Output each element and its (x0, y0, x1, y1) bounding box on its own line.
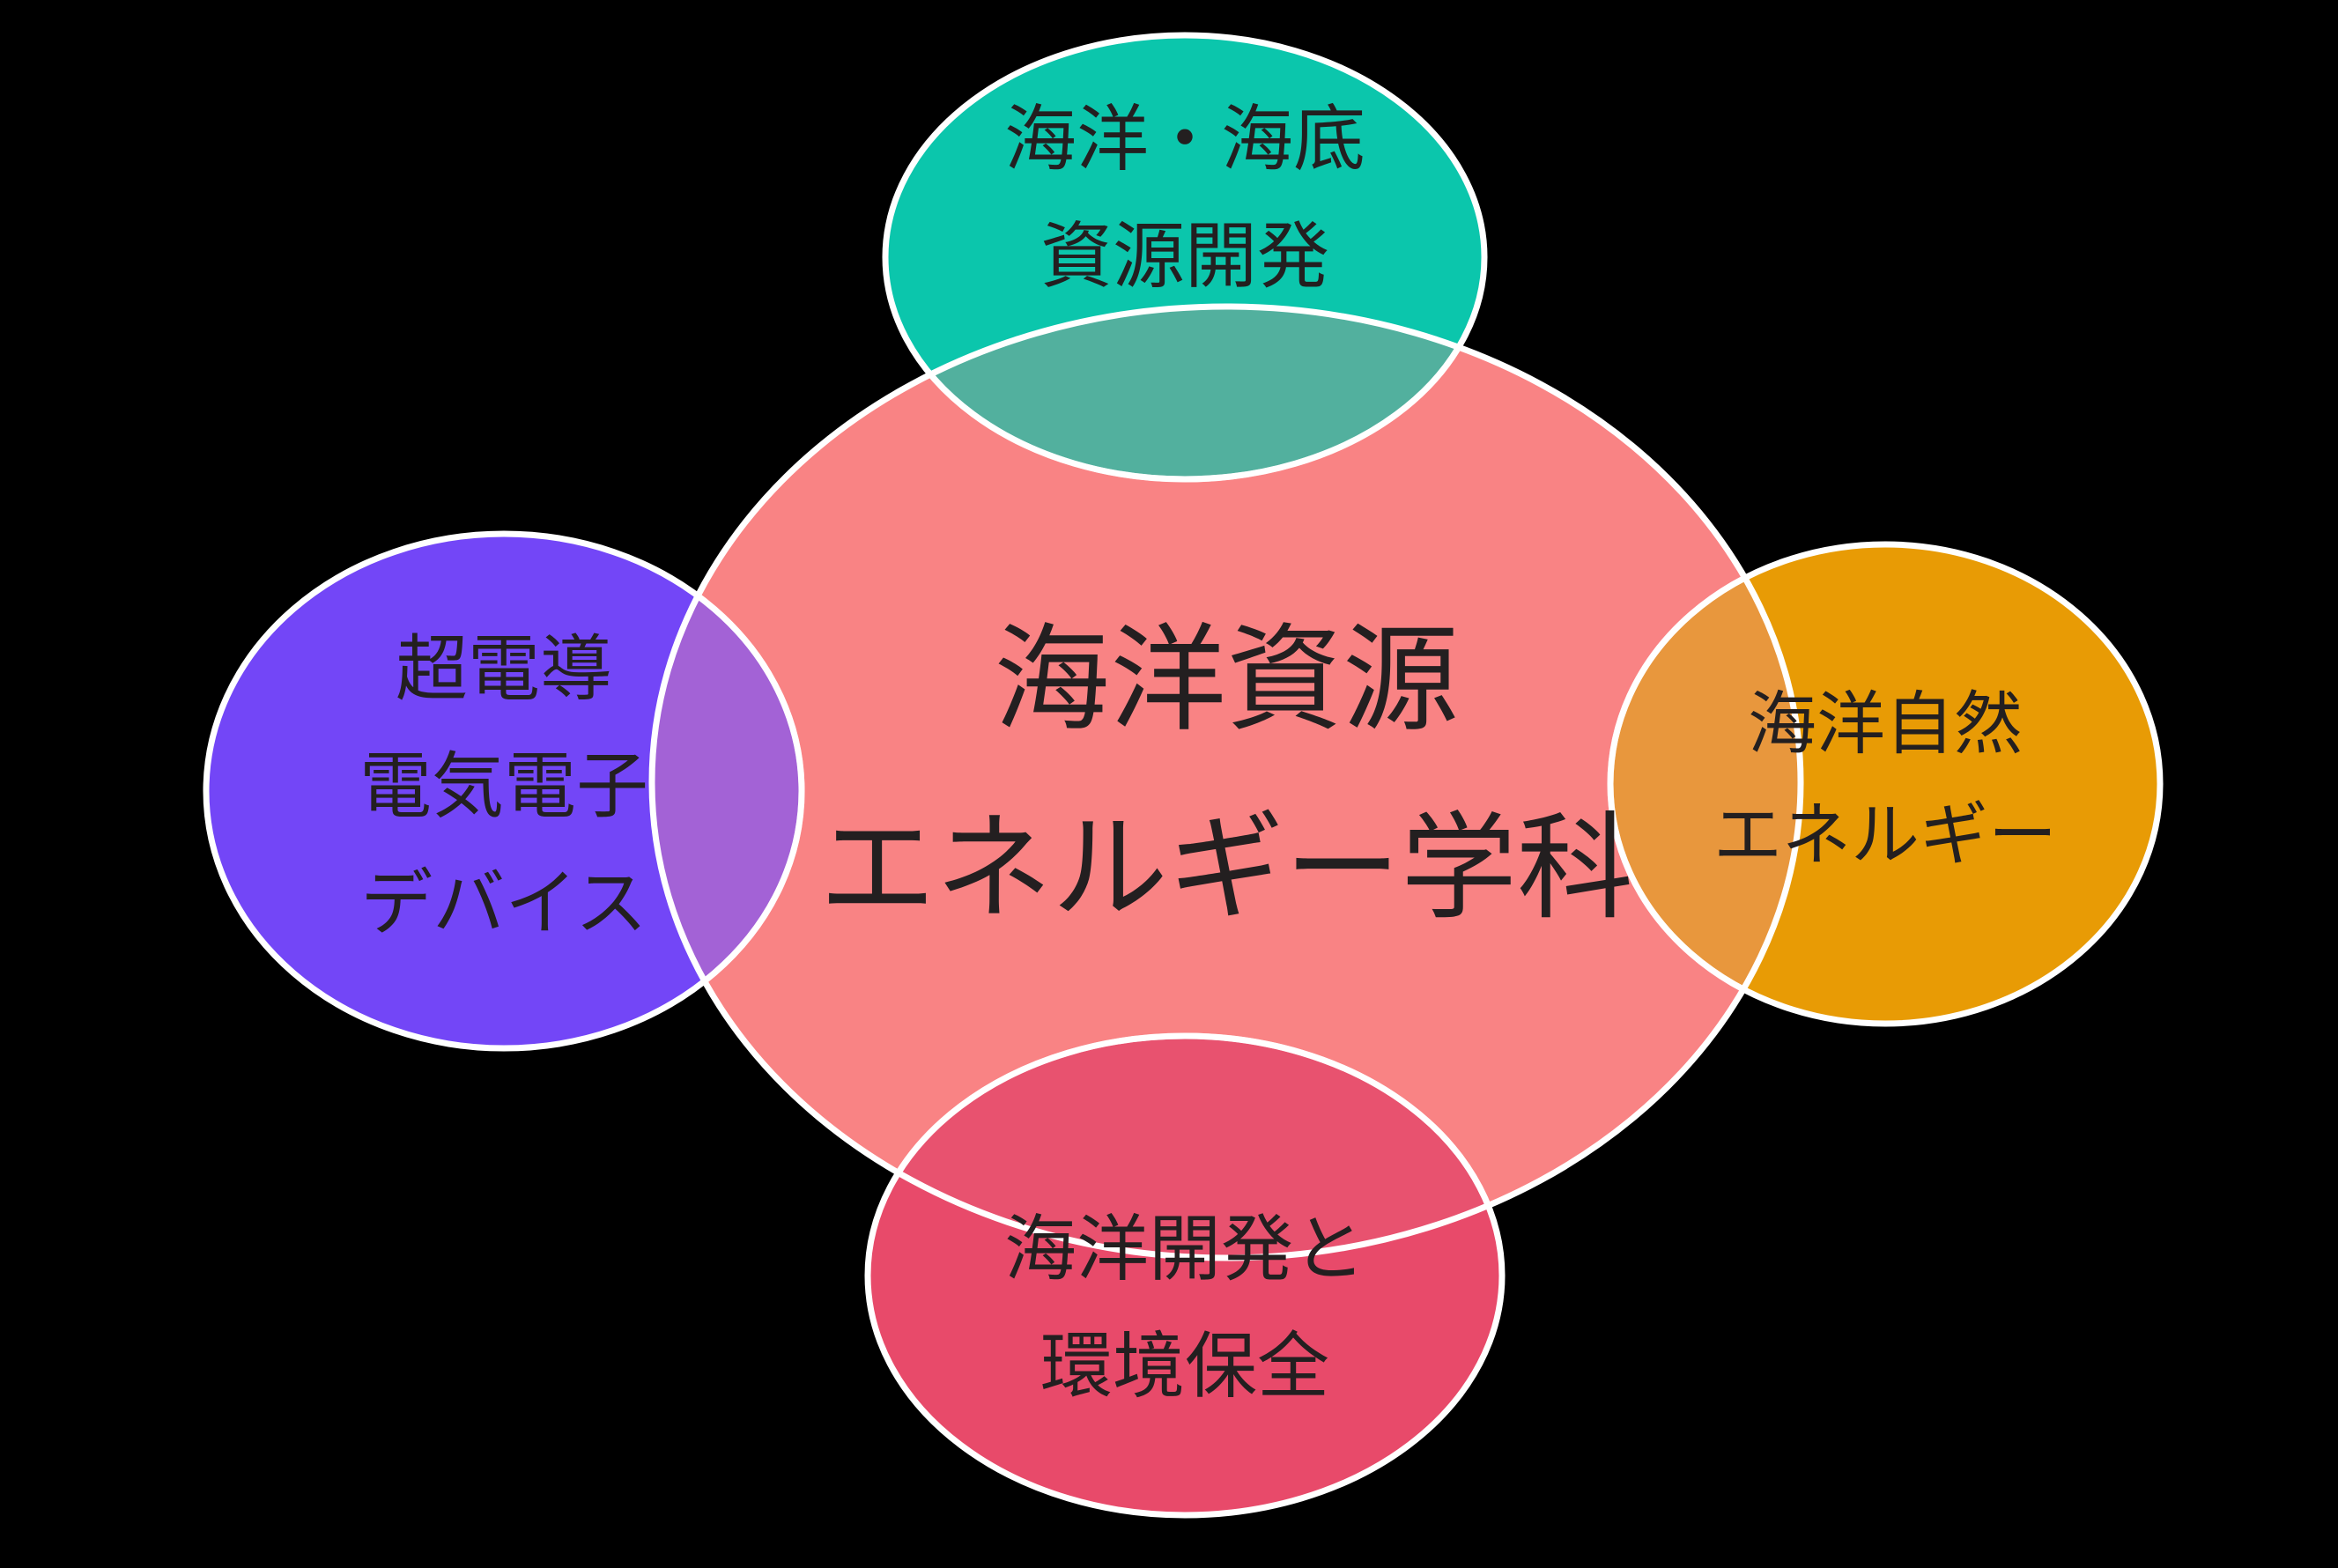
label-ocean-development-environmental-conservation-line-2: 環境保全 (1040, 1325, 1329, 1409)
ellipse-outlines (203, 32, 2164, 1519)
inner-arc-bottom (864, 1032, 1506, 1258)
inner-arc-right (1607, 541, 1801, 1027)
label-center-department-line-2: エネルギー学科 (819, 801, 1633, 936)
label-ocean-development-environmental-conservation-line-1: 海洋開発と (1004, 1208, 1365, 1291)
overlap-right (1610, 544, 1801, 1024)
overlap-bottom (868, 1036, 1502, 1258)
label-superconducting-electrical-electronic-devices-line-1: 超電導 (396, 628, 612, 712)
inner-arc-top (882, 307, 1488, 483)
satellite-ellipse-left (206, 534, 802, 1048)
overlap-top (885, 307, 1484, 479)
label-superconducting-electrical-electronic-devices-line-2: 電気電子 (359, 744, 648, 828)
inner-arc-left (652, 530, 805, 1052)
label-ocean-seabed-resource-development-line-1: 海洋・海底 (1004, 98, 1365, 181)
outline-center (648, 303, 1804, 1261)
label-ocean-natural-energy-line-1: 海洋自然 (1748, 684, 2023, 764)
center-ellipse-fill (652, 307, 1801, 1258)
label-superconducting-electrical-electronic-devices-line-3: デバイス (360, 862, 647, 945)
label-ocean-natural-energy-line-2: エネルギー (1713, 796, 2057, 876)
label-center-department-line-1: 海洋資源 (994, 612, 1459, 748)
label-ocean-seabed-resource-development-line-2: 資源開発 (1040, 215, 1329, 299)
